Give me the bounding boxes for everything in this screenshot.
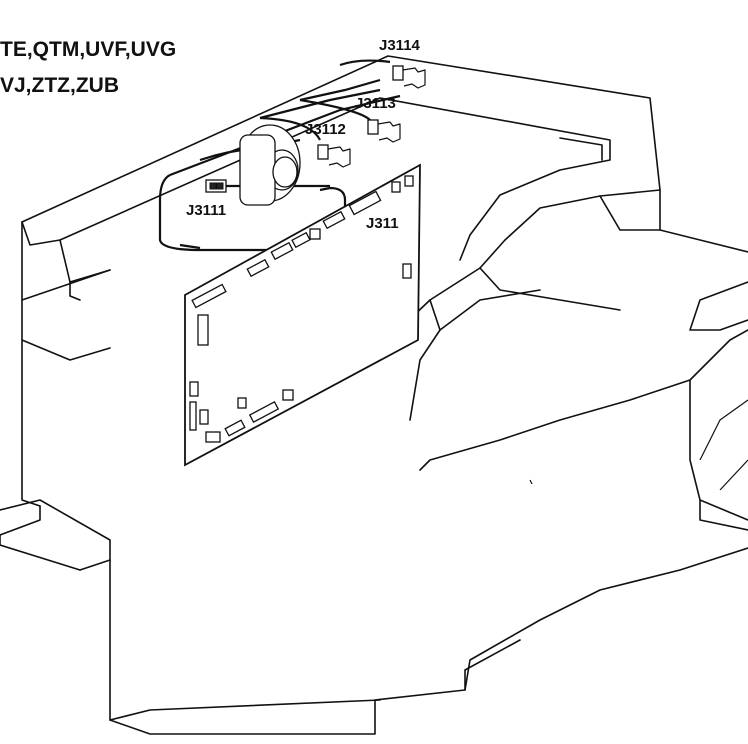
connector-j311-header <box>348 190 382 216</box>
model-list-line-2: VJ,ZTZ,ZUB <box>0 74 119 97</box>
connector-j3114 <box>392 65 426 89</box>
connector-j3113 <box>367 119 401 143</box>
connector-j3111 <box>205 179 227 193</box>
label-j3113: J3113 <box>355 95 396 112</box>
connector-j3112 <box>317 144 351 168</box>
label-j3112: J3112 <box>305 121 346 138</box>
control-board <box>184 163 421 467</box>
motor <box>239 124 301 206</box>
label-j311: J311 <box>366 215 399 232</box>
printer-body <box>0 55 748 735</box>
model-list-line-1: TE,QTM,UVF,UVG <box>0 38 176 61</box>
label-j3114: J3114 <box>379 37 421 54</box>
label-j3111: J3111 <box>186 202 226 219</box>
